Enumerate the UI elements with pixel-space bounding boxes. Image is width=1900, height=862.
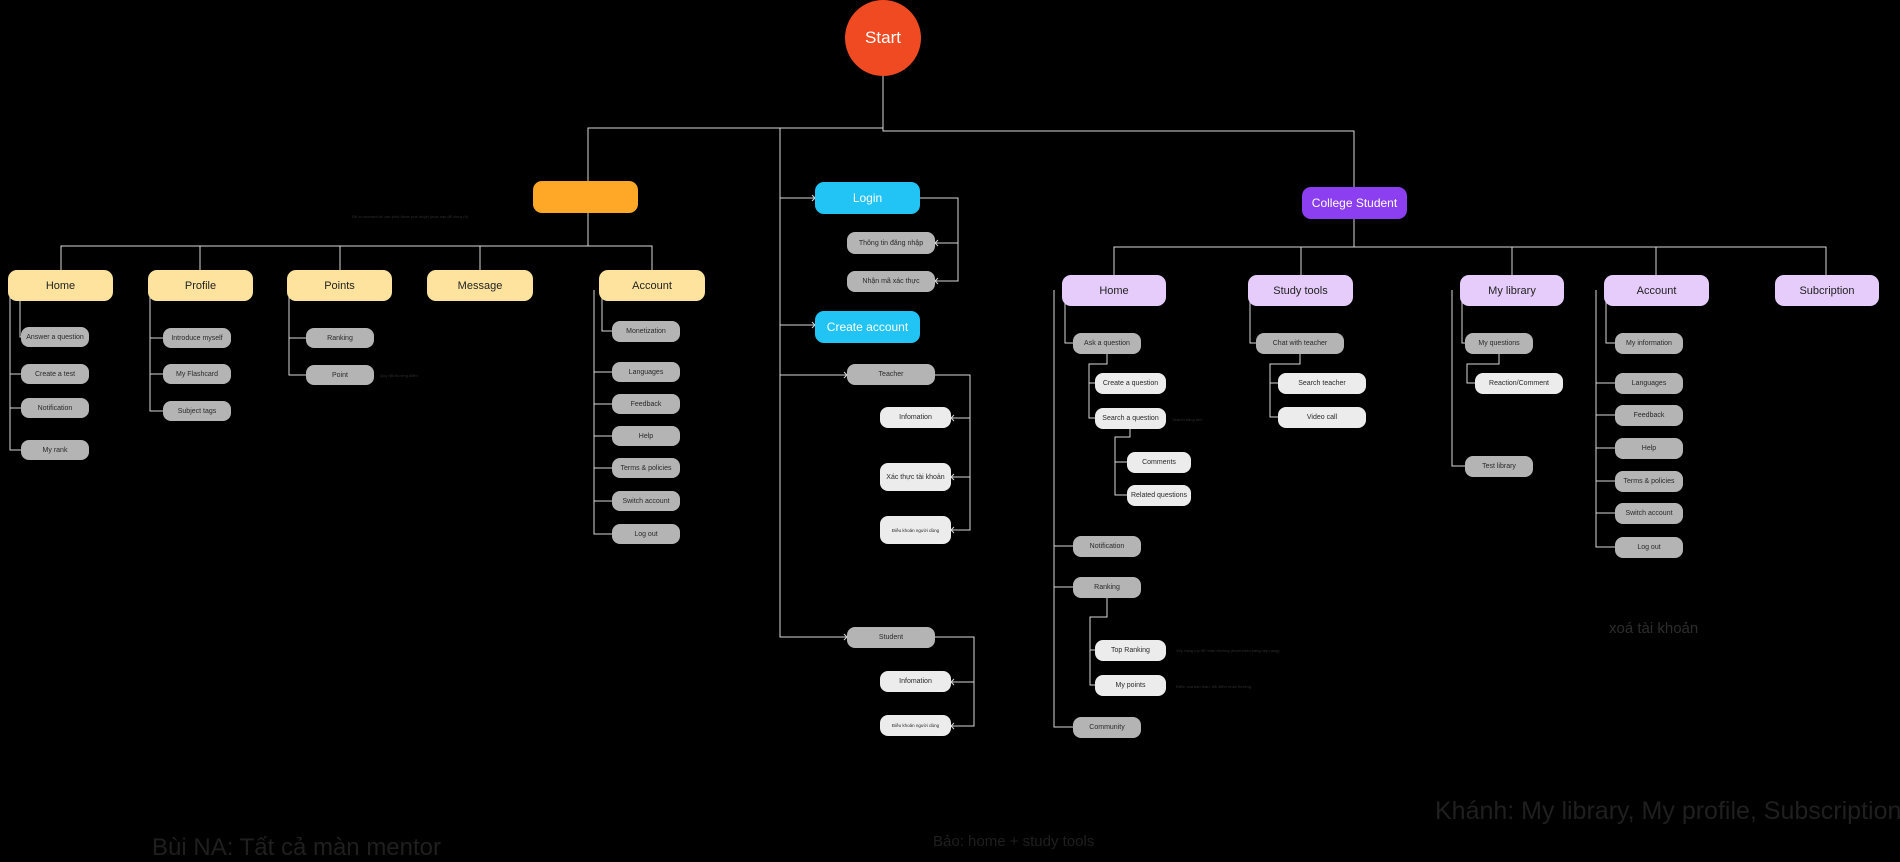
mentor-tab-message[interactable]: Message [427, 270, 533, 301]
library-reaction-comment[interactable]: Reaction/Comment [1475, 373, 1563, 394]
mentor-points-ranking[interactable]: Ranking [306, 328, 374, 348]
mentor-home-my-rank[interactable]: My rank [21, 440, 89, 460]
college-home-my-points[interactable]: My points [1095, 675, 1166, 696]
mentor-approval-note: Để có account thì cần phải được phê duyệ… [352, 214, 469, 219]
mentor-account-feedback[interactable]: Feedback [612, 394, 680, 414]
teacher-terms[interactable]: Điều khoản người dùng [880, 516, 951, 544]
college-home-comments[interactable]: Comments [1127, 452, 1191, 473]
create-account-node[interactable]: Create account [815, 311, 920, 343]
college-tab-my-library[interactable]: My library [1460, 275, 1564, 306]
teacher-node[interactable]: Teacher [847, 364, 935, 385]
student-node[interactable]: Student [847, 627, 935, 648]
mentor-account-logout[interactable]: Log out [612, 524, 680, 544]
college-home-related-questions[interactable]: Related questions [1127, 485, 1191, 506]
mentor-home-answer-question[interactable]: Answer a question [21, 327, 89, 347]
teacher-verify-account[interactable]: Xác thực tài khoản [880, 463, 951, 491]
mentor-home-notification[interactable]: Notification [21, 398, 89, 418]
mentor-tab-account[interactable]: Account [599, 270, 705, 301]
mentor-tab-profile[interactable]: Profile [148, 270, 253, 301]
login-node[interactable]: Login [815, 182, 920, 214]
study-tools-search-teacher[interactable]: Search teacher [1278, 373, 1366, 394]
college-home-search-question[interactable]: Search a question [1095, 408, 1166, 429]
mentor-profile-introduce[interactable]: Introduce myself [163, 328, 231, 348]
college-tab-home[interactable]: Home [1062, 275, 1166, 306]
top-ranking-note: Xếp hạng top để nhận thưởng (tham khảo b… [1176, 648, 1280, 653]
search-note: Search bằng ảnh [1172, 417, 1203, 422]
college-account-terms[interactable]: Terms & policies [1615, 471, 1683, 492]
my-points-note: Điểm của bản thân, đổi điểm nhận thưởng [1176, 684, 1252, 689]
college-home-ask-question[interactable]: Ask a question [1073, 333, 1141, 354]
mentor-account-switch[interactable]: Switch account [612, 491, 680, 511]
mentor-points-point[interactable]: Point [306, 365, 374, 385]
mentor-account-monetization[interactable]: Monetization [612, 321, 680, 342]
college-account-switch[interactable]: Switch account [1615, 503, 1683, 524]
college-home-ranking[interactable]: Ranking [1073, 577, 1141, 598]
library-my-questions[interactable]: My questions [1465, 333, 1533, 354]
mentor-tab-points[interactable]: Points [287, 270, 392, 301]
college-account-logout[interactable]: Log out [1615, 537, 1683, 558]
study-tools-chat-teacher[interactable]: Chat with teacher [1256, 333, 1344, 354]
mentor-profile-flashcard[interactable]: My Flashcard [163, 364, 231, 384]
start-node[interactable]: Start [845, 0, 921, 76]
college-home-notification[interactable]: Notification [1073, 536, 1141, 557]
khanh-assignment-note: Khánh: My library, My profile, Subscript… [1435, 797, 1900, 825]
college-account-feedback[interactable]: Feedback [1615, 405, 1683, 426]
college-home-top-ranking[interactable]: Top Ranking [1095, 640, 1166, 661]
college-home-community[interactable]: Community [1073, 717, 1141, 738]
mentor-account-help[interactable]: Help [612, 426, 680, 446]
mentor-node[interactable] [533, 181, 638, 213]
college-account-my-information[interactable]: My information [1615, 333, 1683, 354]
bui-assignment-note: Bùi NA: Tất cả màn mentor [152, 834, 442, 861]
college-account-help[interactable]: Help [1615, 438, 1683, 459]
college-account-languages[interactable]: Languages [1615, 373, 1683, 394]
mentor-home-create-test[interactable]: Create a test [21, 364, 89, 384]
college-tab-subscription[interactable]: Subcription [1775, 275, 1879, 306]
study-tools-video-call[interactable]: Video call [1278, 407, 1366, 428]
bao-assignment-note: Bảo: home + study tools [933, 833, 1095, 850]
teacher-information[interactable]: Infomation [880, 407, 951, 428]
library-test-library[interactable]: Test library [1465, 456, 1533, 477]
college-tab-study-tools[interactable]: Study tools [1248, 275, 1353, 306]
mentor-profile-subject-tags[interactable]: Subject tags [163, 401, 231, 421]
college-home-create-question[interactable]: Create a question [1095, 373, 1166, 394]
mentor-points-note: Quy đổi thưởng điểm [380, 373, 418, 378]
mentor-account-languages[interactable]: Languages [612, 362, 680, 382]
college-student-node[interactable]: College Student [1302, 187, 1407, 219]
mentor-account-terms[interactable]: Terms & policies [612, 458, 680, 478]
college-tab-account[interactable]: Account [1604, 275, 1709, 306]
delete-account-note: xoá tài khoản [1609, 620, 1699, 637]
login-verification-code[interactable]: Nhận mã xác thực [847, 271, 935, 292]
student-information[interactable]: Infomation [880, 671, 951, 692]
login-credentials[interactable]: Thông tin đăng nhập [847, 232, 935, 254]
mentor-tab-home[interactable]: Home [8, 270, 113, 301]
student-terms[interactable]: Điều khoản người dùng [880, 715, 951, 736]
